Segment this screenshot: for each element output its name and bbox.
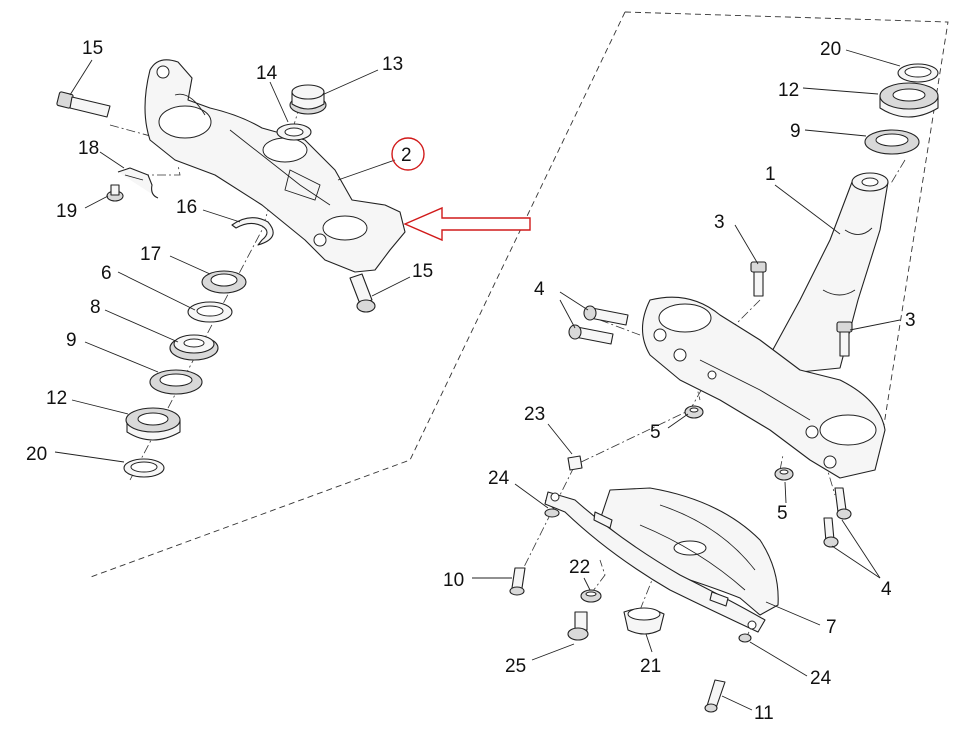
highlight-arrow-icon <box>403 206 531 242</box>
callout-3-right: 3 <box>905 310 916 331</box>
bearing-12-right <box>879 82 939 118</box>
callout-2: 2 <box>401 145 412 166</box>
callout-16: 16 <box>176 197 197 218</box>
callout-20-right: 20 <box>820 39 841 60</box>
shield-plate-7 <box>599 487 779 616</box>
seal-9-right <box>864 129 920 155</box>
ring-20-left <box>123 458 165 478</box>
callout-23: 23 <box>524 404 545 425</box>
highlight-circle <box>391 137 425 171</box>
axis-clip-18 <box>140 164 181 176</box>
screw-19 <box>106 184 124 202</box>
axis-bottom-left <box>519 329 736 576</box>
axis-grommet-21 <box>639 559 661 611</box>
cap-nut-13 <box>289 84 327 115</box>
clip-18 <box>117 167 159 199</box>
bolt-10 <box>509 567 526 596</box>
callout-3-left: 3 <box>714 212 725 233</box>
bolts-4-lower <box>823 487 852 548</box>
callout-8: 8 <box>90 297 101 318</box>
callout-21: 21 <box>640 656 661 677</box>
washer-24-right <box>738 633 752 643</box>
axis-nut-5b <box>779 454 784 471</box>
axis-bolt-4a <box>599 319 641 336</box>
washer-24-left <box>544 508 560 518</box>
callout-15-top: 15 <box>82 38 103 59</box>
axis-left-stack <box>129 104 301 481</box>
bracket-strip <box>544 491 766 633</box>
bolt-3-right <box>836 321 853 357</box>
callout-10: 10 <box>443 570 464 591</box>
callout-labels: 15 14 13 18 2 19 16 15 17 6 8 9 12 20 20… <box>26 38 916 724</box>
bolt-11 <box>704 679 726 713</box>
lower-triple-clamp <box>641 296 886 479</box>
bolt-3-left <box>750 261 767 297</box>
callout-11: 11 <box>754 703 774 724</box>
callout-19: 19 <box>56 201 77 222</box>
ring-nut-17 <box>201 270 247 294</box>
leader-lines <box>54 49 901 711</box>
dust-cover-8 <box>169 334 219 361</box>
snap-ring-16 <box>231 217 274 246</box>
bolt-15-bottom <box>349 273 376 313</box>
bolts-4-upper <box>568 305 629 345</box>
callout-17: 17 <box>140 244 161 265</box>
bearing-12-left <box>125 407 181 441</box>
callout-24-right: 24 <box>810 668 832 689</box>
callout-4-lower: 4 <box>881 579 892 600</box>
bolt-25 <box>567 611 589 641</box>
spacer-23 <box>567 455 583 471</box>
callout-12-left: 12 <box>46 388 67 409</box>
steering-stem-1 <box>769 172 889 373</box>
axis-right-stack <box>889 159 906 186</box>
callout-7: 7 <box>826 617 837 638</box>
callout-24-left: 24 <box>488 468 510 489</box>
callout-6: 6 <box>101 263 112 284</box>
callout-14: 14 <box>256 63 278 84</box>
bolt-15-top <box>56 91 111 118</box>
seal-9-left <box>149 369 203 395</box>
washer-6 <box>187 301 233 323</box>
callout-9-left: 9 <box>66 330 77 351</box>
nut-5-upper <box>684 405 704 419</box>
callout-12-right: 12 <box>778 80 799 101</box>
boundary-dash-diagonal <box>87 11 626 579</box>
callout-4-upper: 4 <box>534 279 545 300</box>
washer-14 <box>276 123 312 141</box>
callout-13: 13 <box>382 54 403 75</box>
callout-18: 18 <box>78 138 99 159</box>
callout-5-upper: 5 <box>650 422 661 443</box>
callout-15-bottom: 15 <box>412 261 433 282</box>
callout-25: 25 <box>505 656 526 677</box>
grommet-21 <box>623 607 665 635</box>
axis-spacer-22 <box>589 559 606 596</box>
callout-5-lower: 5 <box>777 503 788 524</box>
callout-20-left: 20 <box>26 444 47 465</box>
spacer-22 <box>580 589 602 603</box>
boundary-dash-top-right <box>624 11 949 451</box>
nut-5-lower <box>774 467 794 481</box>
callout-1: 1 <box>765 164 776 185</box>
ring-20-right <box>897 63 939 83</box>
callout-9-right: 9 <box>790 121 801 142</box>
callout-22: 22 <box>569 557 590 578</box>
upper-triple-clamp-2 <box>144 59 406 273</box>
